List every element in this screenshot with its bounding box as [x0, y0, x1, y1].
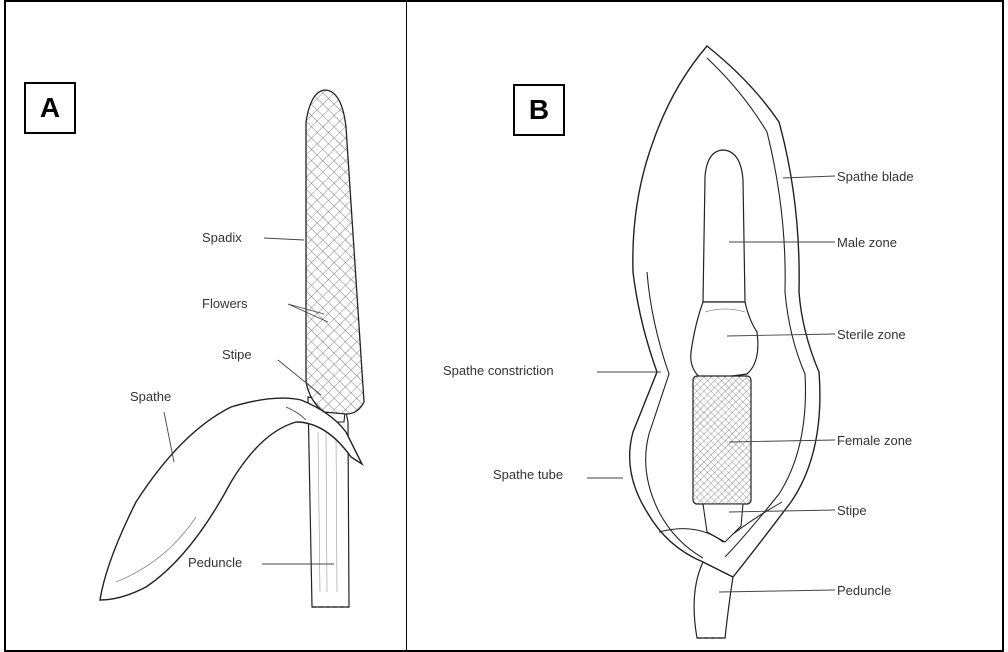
label-peduncle-a: Peduncle	[188, 556, 242, 569]
female-zone-shape	[693, 376, 751, 504]
spadix-shape	[306, 90, 364, 414]
label-female-zone: Female zone	[837, 434, 912, 447]
label-sterile-zone: Sterile zone	[837, 328, 906, 341]
sterile-zone-shape	[691, 302, 758, 380]
label-spathe-constriction: Spathe constriction	[443, 364, 554, 377]
label-flowers: Flowers	[202, 297, 248, 310]
panel-b-badge: B	[513, 84, 565, 136]
male-zone-shape	[703, 150, 745, 302]
label-spadix: Spadix	[202, 231, 242, 244]
label-stipe-a: Stipe	[222, 348, 252, 361]
label-spathe: Spathe	[130, 390, 171, 403]
panel-a: A Spadix Flowers Stipe Spathe Peduncle	[4, 0, 408, 652]
panel-b: B Spathe blade Male zone Sterile zone Sp…	[406, 0, 1004, 652]
panel-b-drawing	[407, 2, 1005, 652]
label-peduncle-b: Peduncle	[837, 584, 891, 597]
label-spathe-tube: Spathe tube	[493, 468, 563, 481]
label-spathe-blade: Spathe blade	[837, 170, 914, 183]
label-stipe-b: Stipe	[837, 504, 867, 517]
label-male-zone: Male zone	[837, 236, 897, 249]
panel-a-badge: A	[24, 82, 76, 134]
